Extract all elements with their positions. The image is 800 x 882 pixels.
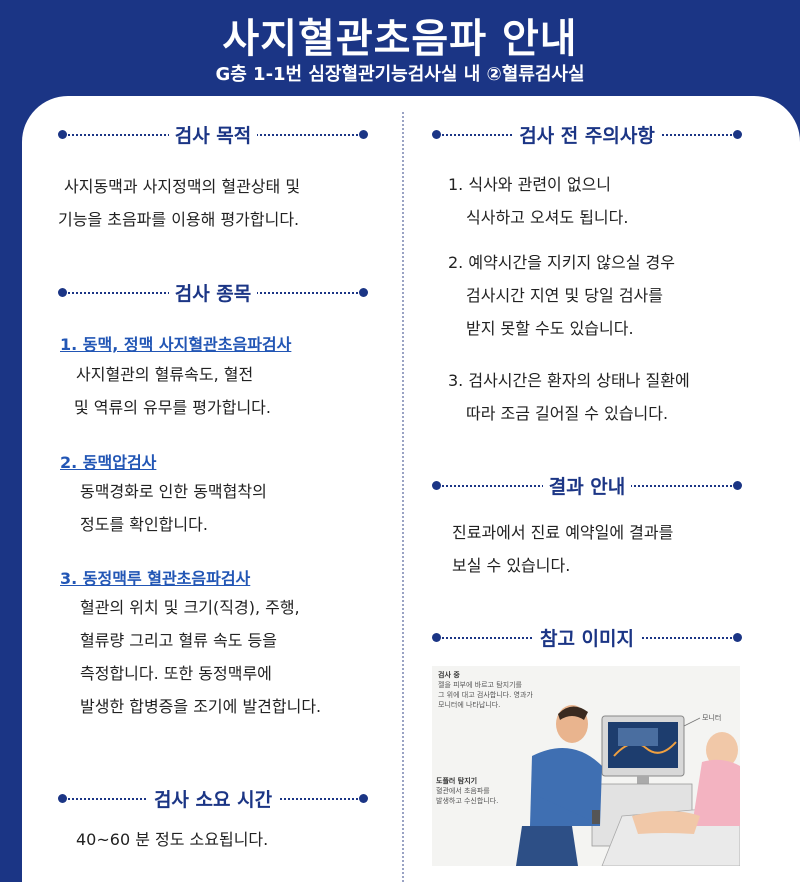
bullet-dot [432, 481, 441, 490]
exam-item-desc: 발생한 합병증을 조기에 발견합니다. [80, 697, 322, 716]
bullet-dot [733, 633, 742, 642]
bullet-dot [58, 288, 67, 297]
section-heading-results: 결과 안내 [432, 472, 742, 500]
patient-figure [632, 732, 740, 834]
exam-item-desc: 및 역류의 유무를 평가합니다. [74, 398, 271, 417]
doctor-figure [516, 705, 602, 866]
exam-item-title: 3. 동정맥루 혈관초음파검사 [60, 569, 251, 588]
precaution-line: 검사시간 지연 및 당일 검사를 [466, 286, 663, 305]
results-line: 진료과에서 진료 예약일에 결과를 [452, 523, 674, 542]
precaution-line: 3. 검사시간은 환자의 상태나 질환에 [448, 371, 690, 390]
exam-item-desc: 정도를 확인합니다. [80, 515, 208, 534]
section-title: 검사 목적 [168, 125, 258, 147]
probe-caption: 도플러 탐지기 혈관에서 초음파를 발생하고 수신합니다. [436, 777, 499, 805]
exam-item-desc: 혈류량 그리고 혈류 속도 등을 [80, 631, 277, 650]
section-heading-items: 검사 종목 [58, 279, 368, 307]
section-title: 참고 이미지 [533, 628, 640, 650]
precaution-line: 식사하고 오셔도 됩니다. [466, 208, 629, 227]
purpose-line: 기능을 초음파를 이용해 평가합니다. [58, 210, 300, 229]
precaution-line: 1. 식사와 관련이 없으니 [448, 175, 612, 194]
results-line: 보실 수 있습니다. [452, 556, 571, 575]
bullet-dot [359, 288, 368, 297]
bullet-dot [432, 130, 441, 139]
duration-text: 40~60 분 정도 소요됩니다. [76, 830, 269, 849]
monitor-label: 모니터 [702, 714, 722, 722]
exam-item-desc: 측정합니다. 또한 동정맥루에 [80, 664, 272, 683]
bullet-dot [359, 794, 368, 803]
page-title: 사지혈관초음파 안내 [222, 16, 578, 62]
section-title: 검사 종목 [168, 283, 258, 305]
exam-item-desc: 사지혈관의 혈류속도, 혈전 [76, 365, 254, 384]
section-heading-duration: 검사 소요 시간 [58, 785, 368, 813]
bullet-dot [733, 130, 742, 139]
exam-item-desc: 동맥경화로 인한 동맥협착의 [80, 482, 267, 501]
section-heading-precautions: 검사 전 주의사항 [432, 121, 742, 149]
column-divider [402, 112, 404, 882]
exam-item-desc: 혈관의 위치 및 크기(직경), 주행, [80, 598, 300, 617]
precaution-line: 따라 조금 길어질 수 있습니다. [466, 404, 669, 423]
section-title: 결과 안내 [542, 476, 632, 498]
page-subtitle: G층 1-1번 심장혈관기능검사실 내 ②혈류검사실 [215, 64, 585, 85]
section-heading-reference: 참고 이미지 [432, 624, 742, 652]
exam-item-title: 2. 동맥압검사 [60, 453, 157, 472]
reference-illustration: 검사 중 젤을 피부에 바르고 탐지기를 그 위에 대고 검사합니다. 영과가 … [432, 666, 740, 866]
precaution-line: 2. 예약시간을 지키지 않으실 경우 [448, 253, 675, 272]
bullet-dot [58, 794, 67, 803]
ultrasound-scene-illustration [432, 666, 740, 866]
section-heading-purpose: 검사 목적 [58, 121, 368, 149]
precaution-line: 받지 못할 수도 있습니다. [466, 319, 634, 338]
section-title: 검사 소요 시간 [147, 789, 279, 811]
bullet-dot [58, 130, 67, 139]
bullet-dot [733, 481, 742, 490]
section-title: 검사 전 주의사항 [513, 125, 661, 147]
purpose-line: 사지동맥과 사지정맥의 혈관상태 및 [64, 177, 301, 196]
header: 사지혈관초음파 안내 G층 1-1번 심장혈관기능검사실 내 ②혈류검사실 [0, 0, 800, 96]
exam-item-title: 1. 동맥, 정맥 사지혈관초음파검사 [60, 335, 292, 354]
bullet-dot [432, 633, 441, 642]
bullet-dot [359, 130, 368, 139]
monitor-icon [601, 715, 685, 792]
illustration-caption: 검사 중 젤을 피부에 바르고 탐지기를 그 위에 대고 검사합니다. 영과가 … [438, 671, 533, 709]
